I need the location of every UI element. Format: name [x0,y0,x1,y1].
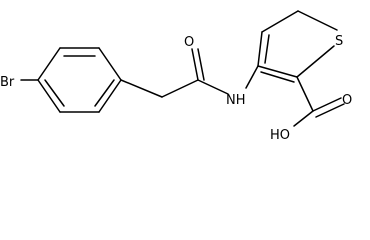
sulfur-label: S [335,34,343,49]
acid-carbonyl-bond [312,97,342,112]
amide-nitrogen-label: NH [226,93,246,108]
benzene-bond [98,47,122,81]
thiophene-double-bond [264,34,270,64]
thiophene-double-bond [260,71,295,83]
bond-nh-thiophene [245,65,259,89]
thiophene-bond [296,45,335,78]
bond-lines [20,10,345,127]
molecule-structure: Br S O NH HO O [0,10,352,143]
acid-carbonyl-bond [315,103,345,118]
atom-labels: Br S O NH HO O [0,34,352,143]
bromine-label: Br [0,75,15,90]
benzene-bond [37,47,61,81]
bond-ch2-carbonyl [161,79,199,98]
benzene-bond [37,79,61,113]
bond-ring-ch2 [120,79,163,98]
acid-oh-bond [293,110,314,127]
amide-carbonyl-bond [197,48,205,81]
bond-carbonyl-nh [197,79,229,95]
acid-hydroxyl-label: HO [270,128,290,143]
bond-thiophene-cooh [296,76,314,112]
amide-oxygen-label: O [184,35,194,50]
thiophene-bond [257,31,263,67]
benzene-bond [98,79,122,113]
benzene-double-bond [44,79,65,107]
amide-carbonyl-bond [191,48,199,81]
thiophene-bond [297,10,338,31]
acid-oxygen-label: O [342,93,352,108]
thiophene-bond [261,10,299,33]
benzene-double-bond [94,79,115,107]
thiophene-bond [257,65,298,78]
